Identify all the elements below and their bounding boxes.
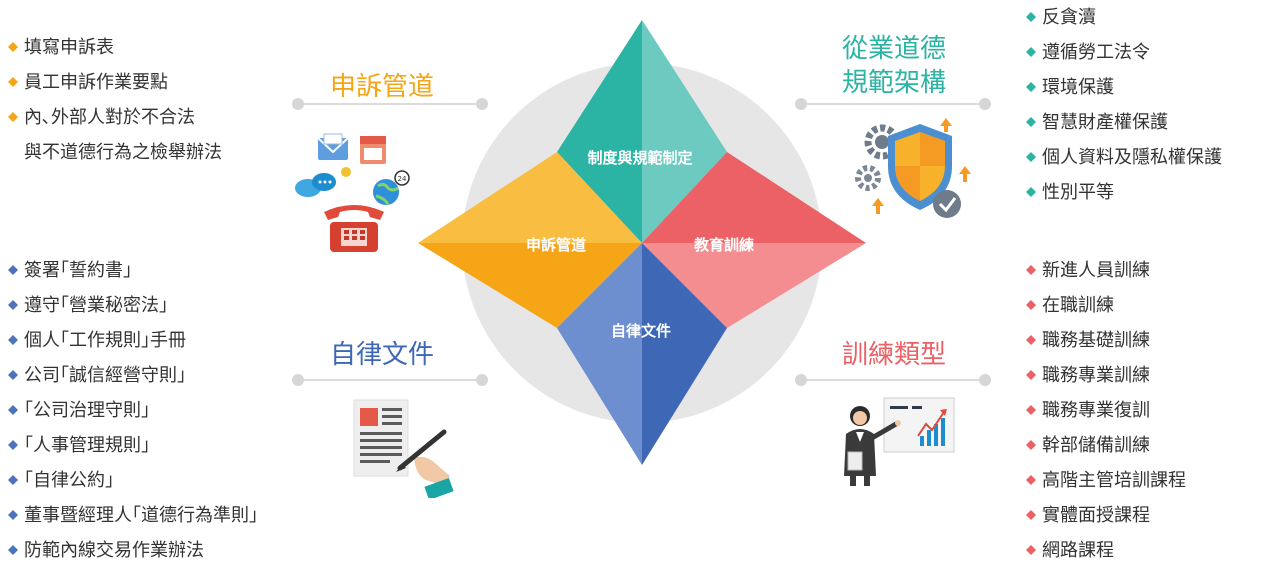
connector-dot [979,374,991,386]
list-item: 新進人員訓練 [1022,253,1186,288]
list-item: 董事暨經理人｢道德行為準則｣ [4,498,258,533]
selfreg-list: 簽署｢誓約書｣ 遵守｢營業秘密法｣ 個人｢工作規則｣手冊 公司｢誠信經營守則｣ … [4,253,258,568]
connector-dot [476,374,488,386]
connector-dot [292,98,304,110]
list-item: 幹部儲備訓練 [1022,428,1186,463]
diamond-bullet-icon [1026,47,1036,57]
list-item: ｢人事管理規則｣ [4,428,258,463]
diamond-bullet-icon [1026,440,1036,450]
document-signing-icon [353,399,454,498]
diamond-bullet-icon [8,265,18,275]
svg-text:24: 24 [398,175,407,183]
left-diamond [418,152,642,243]
list-item: 智慧財產權保護 [1022,105,1222,140]
diamond-bullet-icon [8,335,18,345]
diamond-bullet-icon [8,370,18,380]
connector-dot [476,98,488,110]
connector-dot [795,374,807,386]
center-right-label: 教育訓練 [693,236,754,254]
connector-bottom-right [800,379,984,381]
center-top-label: 制度與規範制定 [587,149,692,167]
diamond-bullet-icon [1026,370,1036,380]
connector-dot [292,374,304,386]
presenter-chart-icon [844,397,955,486]
list-item: ｢自律公約｣ [4,463,258,498]
diamond-bullet-icon [8,42,18,52]
right-diamond [642,152,866,243]
top-diamond-light [642,20,727,243]
training-title: 訓練類型 [842,340,947,370]
ethics-list: 反貪瀆 遵循勞工法令 環境保護 智慧財產權保護 個人資料及隱私權保護 性別平等 [1022,0,1222,210]
list-item: 個人｢工作規則｣手冊 [4,323,258,358]
communication-icons: 24 [295,133,410,252]
selfreg-title: 自律文件 [330,340,435,370]
list-item: 遵守｢營業秘密法｣ [4,288,258,323]
left-diamond-dark [418,243,642,328]
connector-top-right [800,103,984,105]
diamond-bullet-icon [8,510,18,520]
ethics-title-line2: 規範架構 [842,68,947,98]
list-item: 網路課程 [1022,533,1186,568]
list-item: ｢公司治理守則｣ [4,393,258,428]
diamond-bullet-icon [8,475,18,485]
diamond-bullet-icon [1026,510,1036,520]
connector-bottom-left [298,379,482,381]
list-item: 公司｢誠信經營守則｣ [4,358,258,393]
center-left-label: 申訴管道 [526,236,586,254]
list-item: 遵循勞工法令 [1022,35,1222,70]
list-item: 職務專業復訓 [1022,393,1186,428]
connector-dot [795,98,807,110]
center-bottom-label: 自律文件 [611,322,671,340]
diamond-bullet-icon [8,112,18,122]
list-item: 性別平等 [1022,175,1222,210]
top-diamond [557,20,642,243]
list-item: 在職訓練 [1022,288,1186,323]
training-list: 新進人員訓練 在職訓練 職務基礎訓練 職務專業訓練 職務專業復訓 幹部儲備訓練 … [1022,253,1186,568]
list-item: 實體面授課程 [1022,498,1186,533]
diamond-bullet-icon [8,77,18,87]
diamond-bullet-icon [8,405,18,415]
diamond-bullet-icon [1026,475,1036,485]
bottom-diamond [557,243,642,465]
list-item: 個人資料及隱私權保護 [1022,140,1222,175]
list-item: 員工申訴作業要點 [4,65,222,100]
diamond-bullet-icon [1026,82,1036,92]
diamond-bullet-icon [1026,265,1036,275]
ethics-title-line1: 從業道德 [842,34,947,64]
list-item: 職務基礎訓練 [1022,323,1186,358]
diamond-bullet-icon [8,440,18,450]
diamond-bullet-icon [1026,12,1036,22]
bottom-diamond-dark [642,243,727,465]
list-item: 反貪瀆 [1022,0,1222,35]
complaint-list: 填寫申訴表 員工申訴作業要點 內､外部人對於不合法 與不道德行為之檢舉辦法 [4,30,222,170]
diamond-bullet-icon [8,300,18,310]
diamond-bullet-icon [1026,300,1036,310]
list-item: 防範內線交易作業辦法 [4,533,258,568]
list-item: 填寫申訴表 [4,30,222,65]
list-item: 職務專業訓練 [1022,358,1186,393]
list-item: 與不道德行為之檢舉辦法 [24,142,222,163]
diamond-bullet-icon [1026,545,1036,555]
list-item: 內､外部人對於不合法 [4,100,222,135]
connector-top-left [298,103,482,105]
complaint-title: 申訴管道 [330,72,435,102]
diamond-bullet-icon [1026,187,1036,197]
diamond-bullet-icon [1026,335,1036,345]
diamond-bullet-icon [1026,405,1036,415]
shield-gears-icon [855,118,971,218]
diamond-bullet-icon [1026,152,1036,162]
diamond-bullet-icon [8,545,18,555]
list-item: 高階主管培訓課程 [1022,463,1186,498]
connector-dot [979,98,991,110]
list-item: 環境保護 [1022,70,1222,105]
list-item: 簽署｢誓約書｣ [4,253,258,288]
diamond-bullet-icon [1026,117,1036,127]
right-diamond-light [642,243,866,328]
